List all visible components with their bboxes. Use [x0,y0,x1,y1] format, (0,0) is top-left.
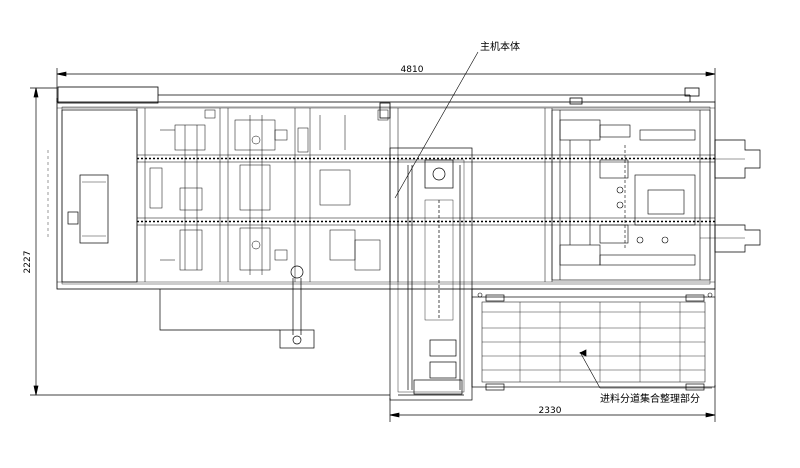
left-cabinet [47,109,138,283]
frame-bays [136,108,553,282]
leader-lines [394,51,712,389]
lower-conveyor-chain [137,217,715,226]
infeed-lane-conveyor [471,294,716,391]
mechanism-bay-1 [149,109,216,271]
mechanism-bay-3 [297,109,389,271]
main-body-label: 主机本体 [480,40,520,53]
main-drive-motor [159,265,315,349]
upper-conveyor-chain [137,154,715,163]
feeding-section-label: 进料分道集合整理部分 [600,392,700,405]
mechanism-bay-2 [234,115,288,275]
dimension-overall-length [56,68,716,102]
main-frame [56,86,716,290]
dimension-overall-width [30,87,390,396]
dimension-feeding-length [389,385,716,422]
bottom-frame [471,288,716,298]
outfeed-arms [700,139,761,253]
dimension-length-label: 4810 [401,65,424,75]
collating-section [551,109,711,281]
transfer-chute [389,147,473,401]
dimension-feeding-label: 2330 [539,406,562,416]
dimension-width-label: 2227 [23,251,33,274]
